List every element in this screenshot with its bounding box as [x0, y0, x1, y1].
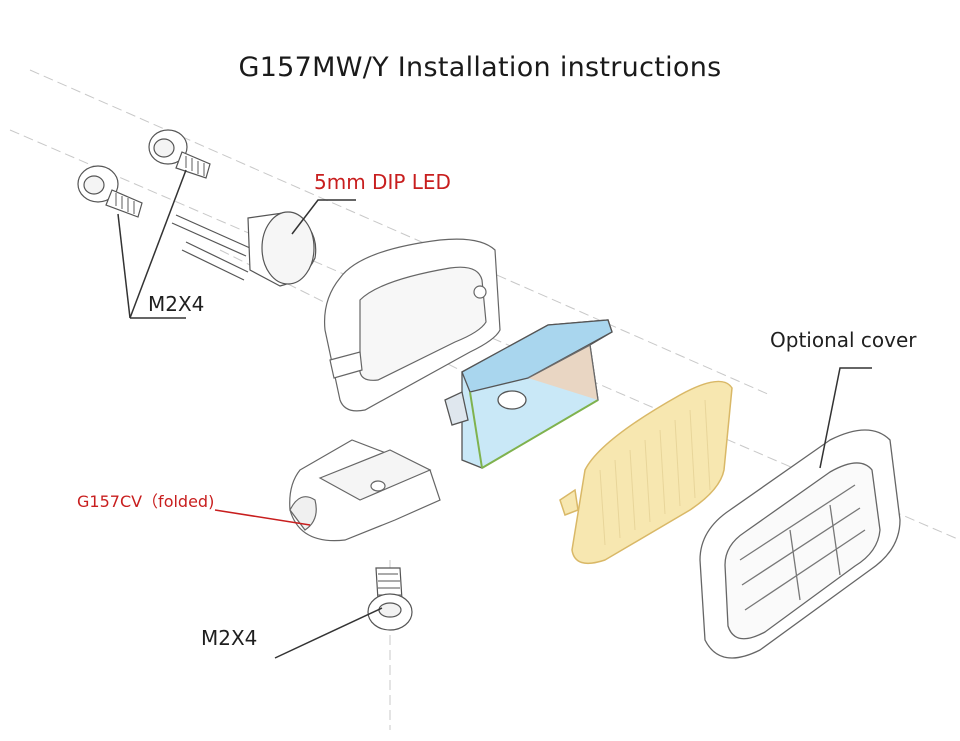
housing — [323, 238, 501, 412]
label-led: 5mm DIP LED — [314, 170, 451, 194]
screw-upper — [148, 129, 211, 179]
pcb-board — [444, 319, 613, 469]
screw-lower — [77, 165, 143, 218]
label-folded-bracket: G157CV（folded) — [77, 492, 215, 511]
label-screw-bottom: M2X4 — [201, 626, 258, 650]
optional-cover — [699, 429, 901, 659]
leader-lines — [117, 169, 872, 659]
label-optional-cover: Optional cover — [770, 328, 917, 352]
label-screws-top: M2X4 — [148, 292, 205, 316]
led-component — [171, 211, 317, 287]
diagram-title: G157MW/Y Installation instructions — [238, 52, 722, 83]
folded-bracket — [289, 439, 441, 542]
amber-lens — [559, 380, 733, 565]
screw-bottom — [367, 567, 413, 631]
